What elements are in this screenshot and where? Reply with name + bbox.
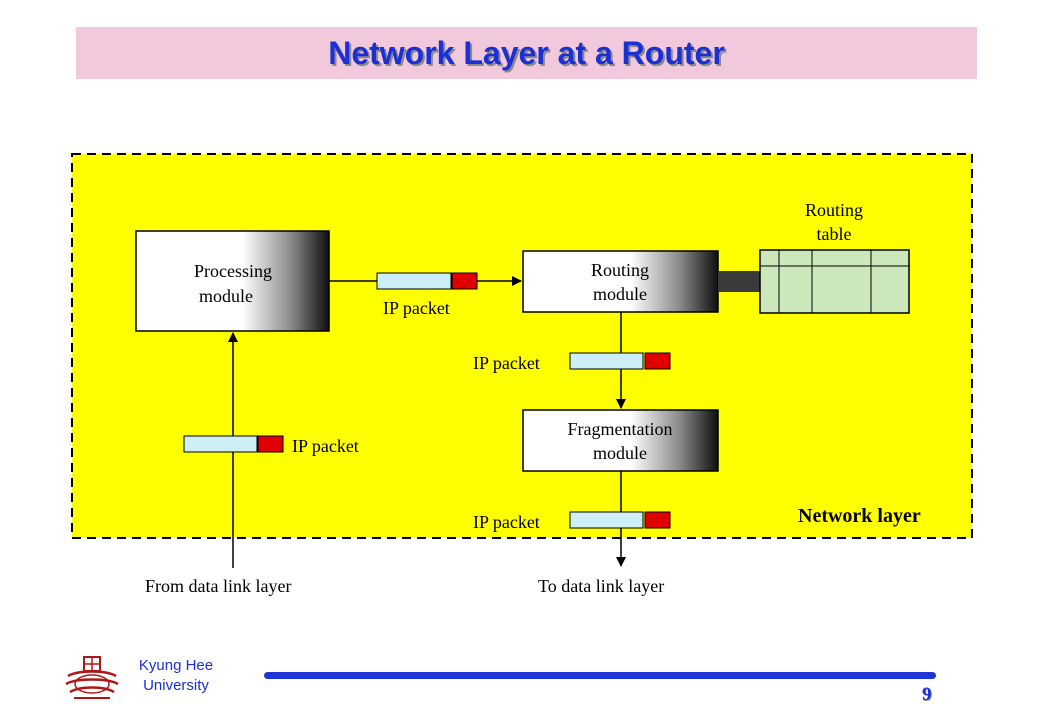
ip-packet-2	[569, 352, 671, 370]
ip-packet-label-4: IP packet	[292, 436, 359, 456]
ip-packet-3	[569, 511, 671, 529]
fragmentation-module-label-1: Fragmentation	[568, 419, 673, 439]
routing-module-label-2: module	[593, 284, 647, 304]
processing-module-label-2: module	[199, 286, 253, 306]
processing-module-label-1: Processing	[194, 261, 272, 281]
ip-packet-1	[376, 272, 478, 290]
routing-table-label-2: table	[817, 224, 852, 244]
routing-module: Routing module	[522, 250, 719, 313]
ip-packet-label-3: IP packet	[473, 512, 540, 532]
network-layer-region	[71, 153, 973, 539]
to-data-link-label: To data link layer	[538, 576, 664, 596]
university-logo	[65, 656, 119, 699]
university-name: Kyung Hee University	[120, 656, 232, 696]
fragmentation-module: Fragmentation module	[522, 409, 719, 472]
title-bar: Network Layer at a Router	[76, 27, 977, 79]
routing-module-label-1: Routing	[591, 260, 649, 280]
from-data-link-label: From data link layer	[145, 576, 291, 596]
fragmentation-module-label-2: module	[593, 443, 647, 463]
university-name-line-2: University	[143, 677, 209, 694]
network-layer-label: Network layer	[798, 505, 921, 527]
table-connector	[718, 271, 760, 292]
footer-accent-bar	[264, 672, 936, 679]
ip-packet-label-1: IP packet	[383, 298, 450, 318]
ip-packet-4	[183, 435, 284, 453]
ip-packet-label-2: IP packet	[473, 353, 540, 373]
routing-table: Routing table	[759, 200, 910, 314]
page-number: 9	[922, 684, 932, 705]
slide-title: Network Layer at a Router	[328, 34, 725, 71]
routing-table-label-1: Routing	[805, 200, 863, 220]
processing-module: Processing module	[135, 230, 330, 332]
university-name-line-1: Kyung Hee	[138, 657, 214, 674]
